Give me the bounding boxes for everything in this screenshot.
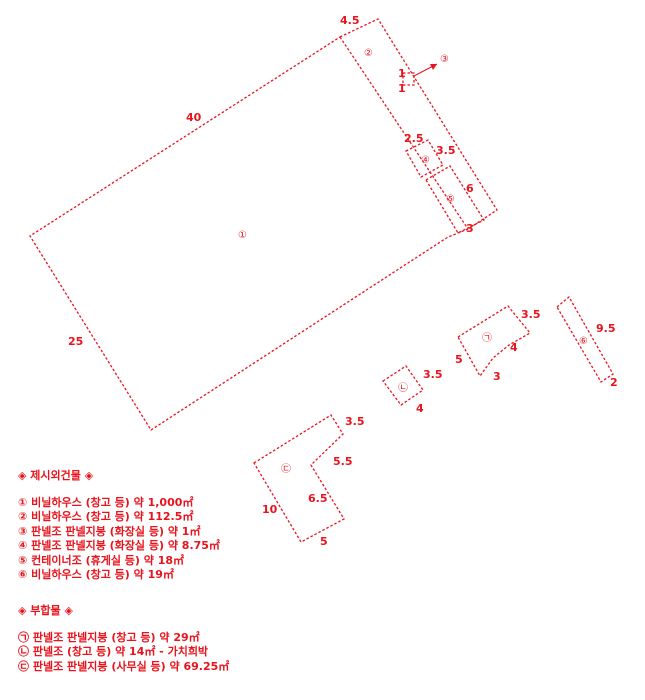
building-g-outline (457, 305, 531, 378)
legend-item-2: ② 비닐하우스 (창고 등) 약 112.5㎡ (18, 510, 194, 523)
marker-c: ㉢ (281, 463, 291, 475)
marker-n: ㉡ (398, 382, 408, 394)
marker-5: ⑤ (446, 194, 455, 205)
dim-c-5: 5 (320, 535, 328, 548)
dim-n-4: 4 (416, 402, 424, 415)
legend-excluded-buildings: ◈ 제시외건물 ◈ ① 비닐하우스 (창고 등) 약 1,000㎡ ② 비닐하우… (18, 469, 220, 583)
dim-g-3: 3 (493, 370, 501, 383)
marker-3: ③ (440, 54, 449, 65)
legend-item-1: ① 비닐하우스 (창고 등) 약 1,000㎡ (18, 495, 194, 509)
dim-c-10: 10 (262, 503, 278, 516)
building-1-outline (29, 18, 498, 431)
building-2-divider (339, 36, 469, 230)
dim-g-5: 5 (455, 353, 463, 366)
dim-g-4: 4 (510, 341, 518, 354)
dim-c-3-5: 3.5 (345, 415, 365, 428)
legend-item-4: ④ 판넬조 판넬지붕 (화장실 등) 약 8.75㎡ (18, 539, 220, 552)
legend-item-3: ③ 판넬조 판넬지붕 (화장실 등) 약 1㎡ (18, 524, 201, 538)
legend-item-5: ⑤ 컨테이너조 (휴게실 등) 약 18㎡ (18, 553, 185, 567)
building-6-outline (556, 296, 614, 383)
marker-g: ㉠ (482, 332, 492, 344)
legend-item-n: ㉡ 판넬조 (창고 등) 약 14㎡ - 가치희박 (18, 645, 209, 658)
dim-6: 6 (466, 182, 474, 195)
dim-25: 25 (68, 335, 83, 348)
dim-6-2: 2 (610, 376, 618, 389)
legend-attached-title: ◈ 부합물 ◈ (18, 604, 73, 617)
dim-40: 40 (186, 111, 202, 124)
legend-item-g: ㉠ 판넬조 판넬지붕 (창고 등) 약 29㎡ (18, 630, 200, 644)
dim-1a: 1 (398, 67, 406, 80)
marker-1: ① (238, 230, 247, 241)
dim-2-5: 2.5 (404, 132, 424, 145)
dim-n-3-5: 3.5 (423, 368, 443, 381)
legend-excluded-title: ◈ 제시외건물 ◈ (18, 469, 94, 482)
legend-attached-structures: ◈ 부합물 ◈ ㉠ 판넬조 판넬지붕 (창고 등) 약 29㎡ ㉡ 판넬조 (창… (18, 604, 229, 674)
building-3-outline (402, 72, 415, 86)
dim-3-5-top: 3.5 (436, 144, 456, 157)
dim-g-3-5: 3.5 (521, 308, 541, 321)
legend-item-c: ㉢ 판넬조 판넬지붕 (사무실 등) 약 69.25㎡ (18, 659, 230, 673)
dim-3-bottom: 3 (466, 222, 474, 235)
building-c-outline (253, 414, 345, 543)
building-5-outline (425, 165, 485, 234)
marker-4: ④ (421, 155, 430, 166)
arrow-3-head (430, 64, 437, 70)
dim-4-5: 4.5 (340, 14, 360, 27)
legend-item-6: ⑥ 비닐하우스 (창고 등) 약 19㎡ (18, 568, 174, 581)
dim-c-5-5: 5.5 (333, 455, 353, 468)
marker-6: ⑥ (579, 336, 588, 347)
building-n-outline (382, 365, 424, 406)
dim-6-9-5: 9.5 (596, 322, 616, 335)
marker-2: ② (364, 48, 373, 59)
dim-c-6-5: 6.5 (308, 492, 328, 505)
dim-1b: 1 (398, 82, 406, 95)
